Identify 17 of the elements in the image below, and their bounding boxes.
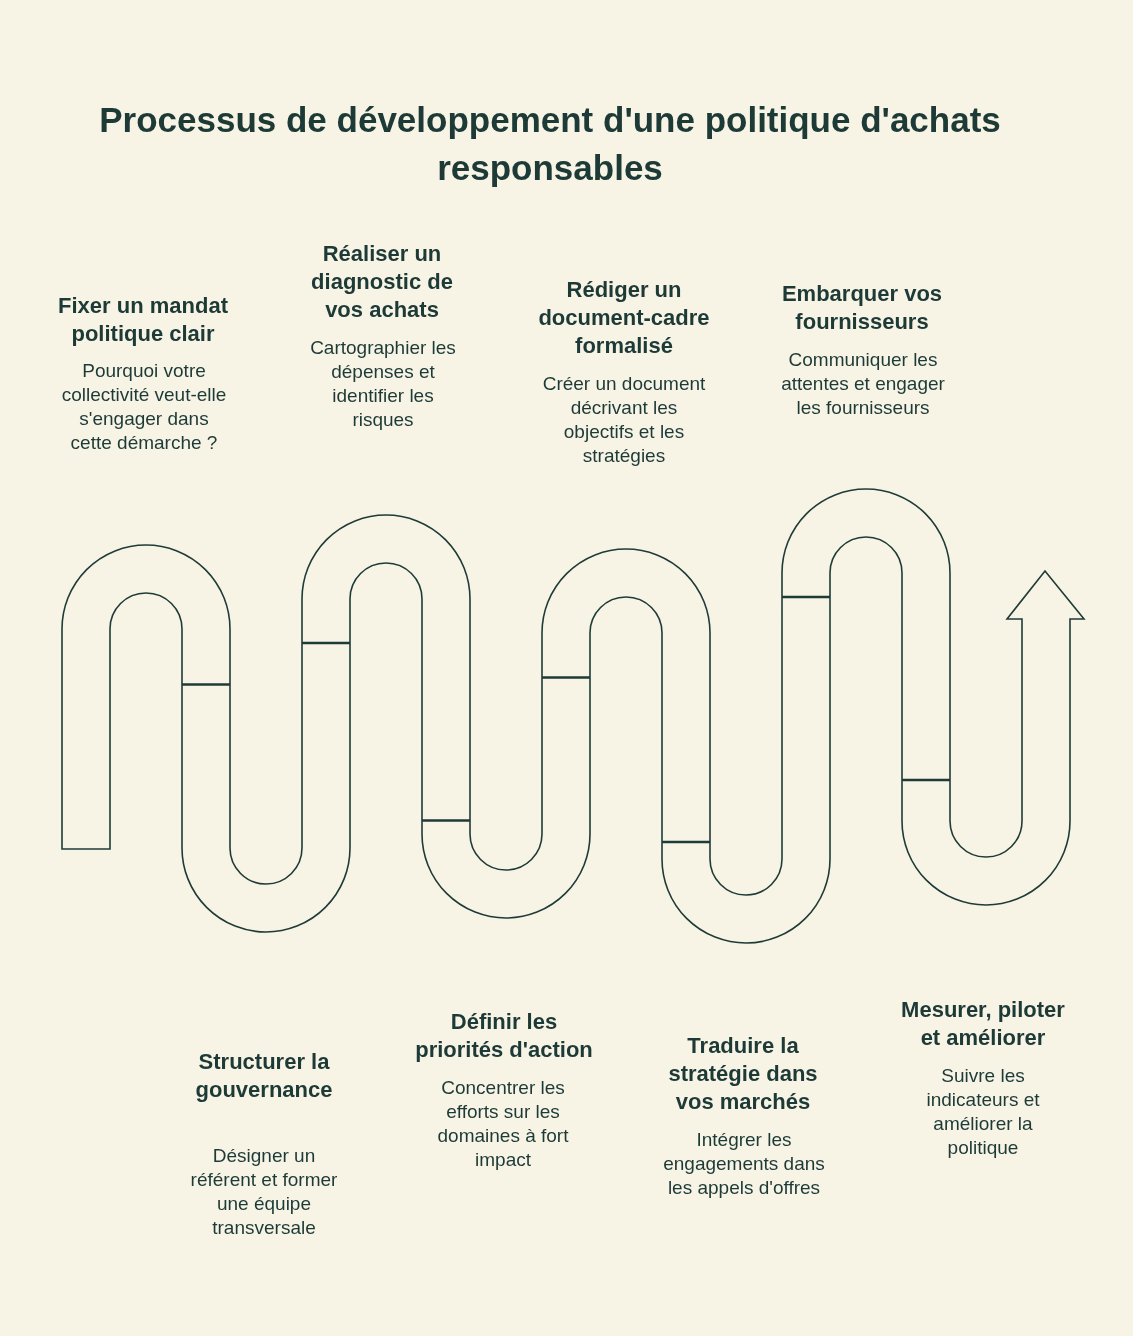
step-heading: Structurer la gouvernance — [195, 1048, 333, 1104]
step-heading: Définir les priorités d'action — [415, 1008, 593, 1064]
step-description: Intégrer les engagements dans les appels d'offres — [663, 1128, 825, 1200]
step-description: Suivre les indicateurs et améliorer la politique — [926, 1064, 1040, 1160]
step-description: Concentrer les efforts sur les domaines à fort impact — [437, 1076, 569, 1172]
step-heading: Mesurer, piloter et améliorer — [901, 996, 1065, 1052]
step-description: Désigner un référent et former une équipe transversale — [190, 1144, 338, 1240]
step-description: Pourquoi votre collectivité veut-elle s'engager dans cette démarche ? — [61, 359, 227, 455]
step-heading: Embarquer vos fournisseurs — [781, 280, 943, 336]
step-heading: Réaliser un diagnostic de vos achats — [311, 240, 453, 324]
step-description: Communiquer les attentes et engager les fournisseurs — [781, 348, 945, 420]
step-description: Créer un document décrivant les objectifs et les stratégies — [542, 372, 706, 468]
step-heading: Fixer un mandat politique clair — [58, 292, 228, 348]
diagram-title: Processus de développement d'une politique d'achats responsables — [99, 99, 1001, 189]
step-heading: Traduire la stratégie dans vos marchés — [668, 1032, 818, 1116]
step-heading: Rédiger un document-cadre formalisé — [538, 276, 710, 360]
step-description: Cartographier les dépenses et identifier les risques — [310, 336, 456, 432]
